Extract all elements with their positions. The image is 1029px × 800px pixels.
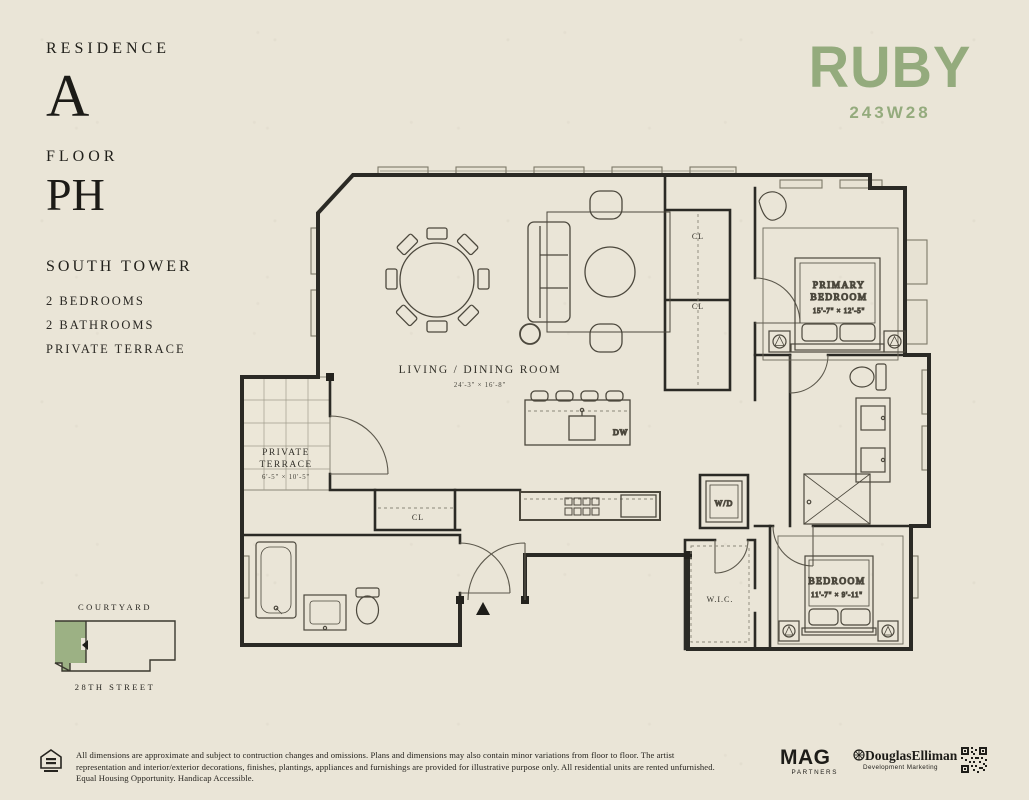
nightstand-right [877,620,899,642]
closet-dashes [378,214,750,643]
disclaimer: All dimensions are approximate and subje… [76,750,715,784]
unit-info-panel: RESIDENCE A FLOOR PH SOUTH TOWER 2 BEDRO… [46,40,193,357]
terrace-label-line2: TERRACE [259,460,312,470]
range-burners [564,497,600,516]
brand-logo: RUBY [808,33,972,100]
closet-label-3: CL [412,513,424,522]
primary-bedroom: PRIMARY BEDROOM 15'-7" × 12'-5" [758,191,906,361]
brand-address: 243W28 [849,103,931,122]
dining-chairs [385,227,490,333]
keyplan-building-outline [54,620,176,672]
douglas-elliman-logo: DouglasElliman Development Marketing [853,749,957,771]
residence-label: RESIDENCE [46,40,170,57]
keyplan-street-label: 28TH STREET [74,682,156,692]
feature-bedrooms: 2 BEDROOMS [46,294,145,308]
bedroom-label: BEDROOM [808,577,865,587]
floorplan-drawing: PRIVATE TERRACE 6'-5" × 10'-5" [228,158,933,658]
equal-housing-logo [40,749,62,778]
keyplan: COURTYARD 28TH STREET [50,602,180,692]
columns [326,373,692,604]
bedroom-dims: 11'-7" × 9'-11" [811,592,863,599]
window-bays [241,166,930,599]
second-bathroom [255,541,380,631]
mag-logo-sub: PARTNERS [791,769,838,776]
elliman-logo-sub: Development Marketing [863,763,938,771]
closet-label-2: CL [692,302,704,311]
second-bedroom: BEDROOM 11'-7" × 9'-11" [777,535,904,645]
refrigerator [620,494,657,518]
private-terrace-area: PRIVATE TERRACE 6'-5" × 10'-5" [241,376,331,491]
closets: CL CL CL [412,232,704,522]
keyplan-unit-highlight [55,621,86,671]
living-dining-dims: 24'-3" × 16'-8" [454,382,506,389]
nightstand-left [768,330,791,353]
tower-label: SOUTH TOWER [46,258,193,275]
walk-in-closet: W.I.C. [707,595,734,604]
residence-value: A [46,63,90,129]
dishwasher-label: DW [613,428,628,437]
washer-dryer-label: W/D [715,499,734,508]
kitchen-counter [519,491,661,521]
mag-logo-text: MAG [780,746,831,769]
door-swings [329,277,829,601]
qr-code [961,747,987,778]
primary-bedroom-dims: 15'-7" × 12'-5" [813,308,865,315]
living-dining-label: LIVING / DINING ROOM [399,364,562,376]
primary-bedroom-label-line1: PRIMARY [813,281,866,291]
keyplan-drawing [54,620,176,672]
nightstand-right [883,330,906,353]
entry-marker [476,602,490,615]
wic-label: W.I.C. [707,595,734,604]
elliman-globe-icon [853,749,865,761]
feature-bathrooms: 2 BATHROOMS [46,318,155,332]
primary-bedroom-label-line2: BEDROOM [810,293,867,303]
floor-label: FLOOR [46,148,119,165]
floor-value: PH [46,169,105,220]
brand-block: RUBY 243W28 [805,33,975,123]
mag-partners-logo: MAG PARTNERS [780,747,838,776]
primary-bathroom [803,363,891,525]
living-dining-furniture [385,190,671,353]
outer-walls [240,173,931,651]
keyplan-unit-arrow [82,640,88,650]
terrace-dims: 6'-5" × 10'-5" [262,474,310,481]
closet-label-1: CL [692,232,704,241]
feature-terrace: PRIVATE TERRACE [46,342,186,356]
keyplan-courtyard-label: COURTYARD [78,602,152,612]
accent-chair [758,191,787,221]
kitchen-island: DW [524,390,631,446]
feature-list: 2 BEDROOMS 2 BATHROOMS PRIVATE TERRACE [46,294,193,357]
nightstand-left [778,620,800,642]
washer-dryer: W/D [705,480,743,523]
terrace-label-line1: PRIVATE [262,448,310,458]
elliman-logo-text: DouglasElliman [865,748,958,763]
